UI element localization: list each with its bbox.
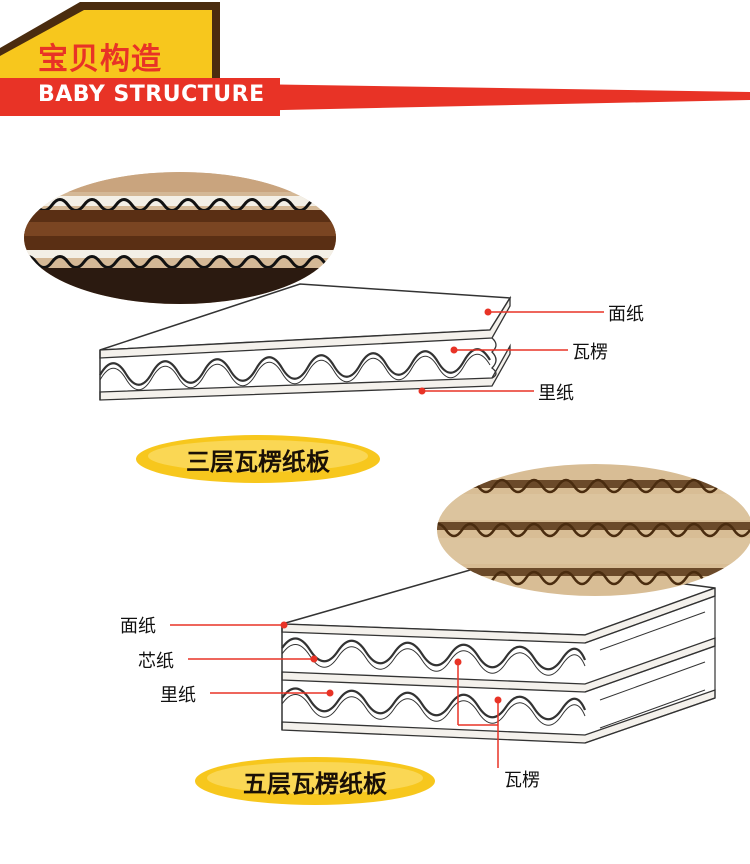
header-banner: [0, 2, 750, 116]
three-layer-side-edge: [491, 337, 497, 379]
five-layer-lower-flute: [281, 687, 587, 721]
three-layer-flute-wave-inner: [99, 353, 491, 391]
five-layer-label-flute: 瓦楞: [504, 770, 540, 791]
five-layer-side-edge: [584, 588, 716, 744]
five-layer-pointers: [170, 621, 502, 768]
three-layer-pointers: [418, 308, 604, 395]
header-title-cn: 宝贝构造: [38, 42, 162, 77]
banner-red-stripe-left: [0, 78, 280, 116]
three-layer-label-flute: 瓦楞: [572, 342, 608, 363]
three-layer-flute-wave: [99, 348, 491, 386]
header-title-en: BABY STRUCTURE: [38, 82, 265, 107]
five-layer-upper-flute: [281, 637, 587, 671]
three-layer-magnified-photo: [24, 172, 336, 304]
five-layer-caption: 五层瓦楞纸板: [243, 768, 387, 798]
five-layer-label-face: 面纸: [120, 616, 156, 637]
five-layer-label-core: 芯纸: [138, 651, 174, 672]
three-layer-label-liner: 里纸: [538, 383, 574, 404]
three-layer-label-face: 面纸: [608, 304, 644, 325]
three-layer-caption: 三层瓦楞纸板: [186, 446, 330, 476]
banner-house-fill: [0, 10, 212, 80]
five-layer-label-liner: 里纸: [160, 685, 196, 706]
five-layer-magnified-photo: [437, 464, 750, 596]
